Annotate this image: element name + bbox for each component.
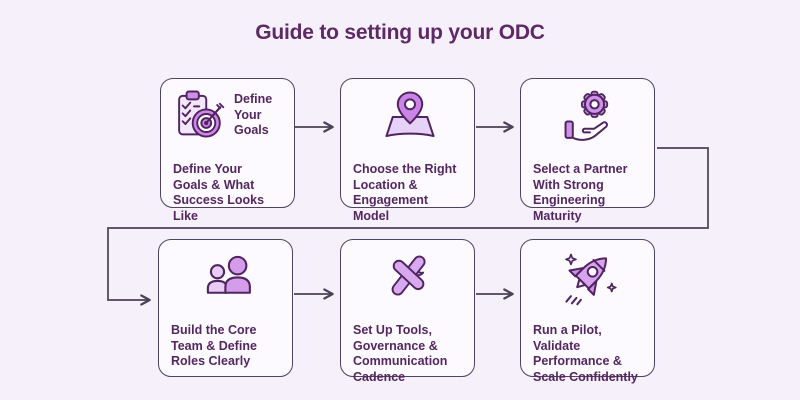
- card-run-pilot: Run a Pilot, Validate Performance & Scal…: [520, 239, 655, 384]
- tools-icon: [391, 255, 426, 296]
- team-icon: [206, 255, 251, 294]
- card-tools-governance: Set Up Tools, Governance & Communication…: [340, 239, 475, 384]
- card-define-goals: Define Your Goals Define Your Goals & Wh…: [160, 78, 295, 223]
- hand-gear-icon: [564, 90, 608, 141]
- map-pin-icon: [384, 91, 435, 138]
- card-location-model: Choose the Right Location & Engagement M…: [340, 78, 475, 223]
- card-caption: Set Up Tools, Governance & Communication…: [353, 323, 448, 384]
- clipboard-target-icon: [178, 90, 225, 138]
- card-caption: Choose the Right Location & Engagement M…: [353, 162, 457, 223]
- card-select-partner: Select a Partner With Strong Engineering…: [520, 78, 655, 223]
- rocket-icon: [564, 253, 617, 306]
- card-build-team: Build the Core Team & Define Roles Clear…: [158, 239, 293, 377]
- card-caption: Build the Core Team & Define Roles Clear…: [171, 323, 257, 368]
- card-caption: Run a Pilot, Validate Performance & Scal…: [533, 323, 638, 384]
- card-caption: Define Your Goals & What Success Looks L…: [173, 162, 265, 223]
- card-caption: Select a Partner With Strong Engineering…: [533, 162, 628, 223]
- icon-side-label: Define Your Goals: [234, 92, 273, 137]
- page-title: Guide to setting up your ODC: [255, 21, 545, 44]
